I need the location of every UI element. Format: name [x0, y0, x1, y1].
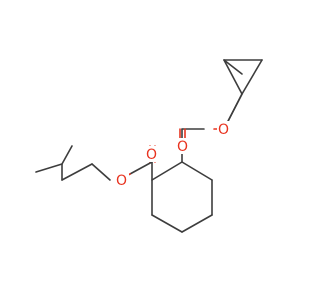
atom-o-lower-ester: O [116, 173, 127, 189]
atom-o-upper-carbonyl: O [177, 139, 188, 155]
bond-chain-upper-2 [223, 59, 243, 95]
atom-bg-o3 [145, 146, 159, 162]
molecule-canvas: O O O O [35, 59, 263, 233]
molecule-structure: O O O O [35, 59, 263, 233]
atom-bg-o2 [217, 121, 231, 137]
bond-upper-branch-a [223, 59, 243, 75]
atom-o-upper-ester: O [218, 122, 229, 138]
bond-lower-c-o [129, 161, 153, 175]
bond-ring-3 [181, 214, 213, 233]
bond-ring-4 [151, 214, 183, 233]
bond-chain-lower-2 [61, 163, 93, 181]
atom-bg-o1 [176, 138, 190, 154]
bond-ring-1 [181, 161, 213, 181]
bond-chain-lower-5 [61, 145, 73, 165]
atom-bg-o4 [115, 172, 129, 188]
bond-chain-lower-1 [91, 163, 111, 181]
bond-chain-upper-3 [241, 59, 263, 95]
bond-ring-6 [151, 161, 183, 181]
atom-o-lower-carbonyl: O [146, 147, 157, 163]
bond-chain-lower-4 [35, 163, 63, 173]
